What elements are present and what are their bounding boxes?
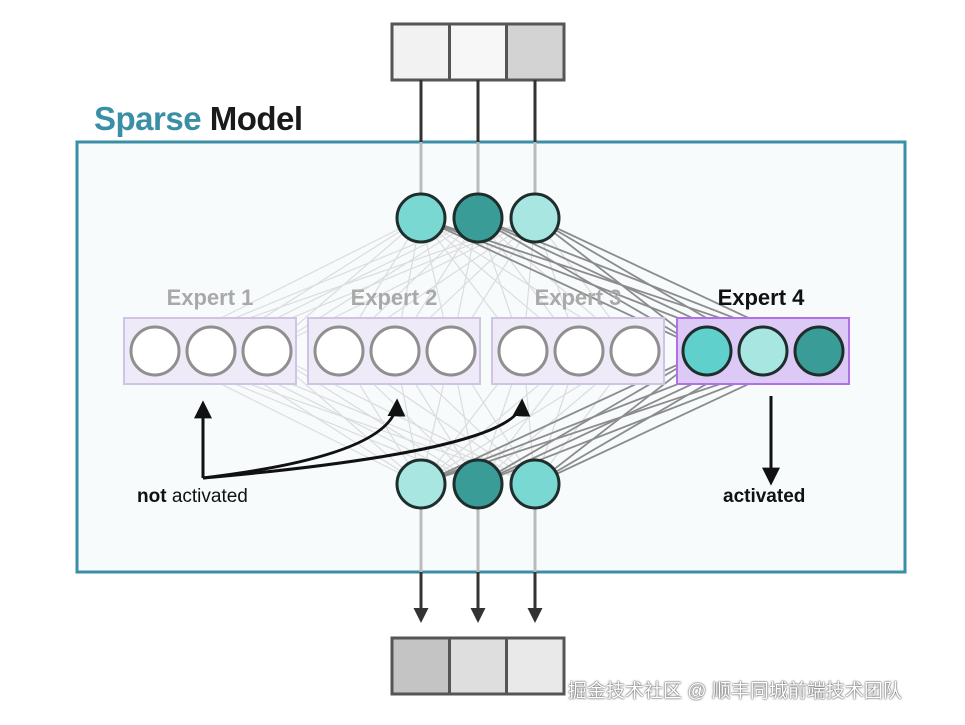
title-highlight: Sparse [94, 100, 202, 137]
router-nodes [395, 192, 561, 244]
expert-4-node [793, 325, 845, 377]
output-cell [450, 639, 506, 693]
router-node [509, 192, 561, 244]
arrow-to-expert-3 [202, 398, 531, 480]
expert-1-label: Expert 1 [166, 285, 254, 310]
arrow-to-expert-2 [202, 398, 406, 480]
not-activated-label: not activated [137, 486, 248, 508]
merge-node [395, 458, 447, 510]
expert-4-label: Expert 4 [717, 285, 805, 310]
router-node [452, 192, 504, 244]
page-title: Sparse Model [94, 100, 303, 138]
output-cell [393, 639, 450, 693]
expert-3-label: Expert 3 [534, 285, 622, 310]
not-activated-arrows [194, 398, 531, 480]
not-activated-rest: activated [166, 486, 248, 507]
expert-nodes [129, 325, 845, 377]
expert-2-node [425, 325, 477, 377]
expert-2-node [369, 325, 421, 377]
expert-3-node [497, 325, 549, 377]
expert-1-node [185, 325, 237, 377]
input-cell [450, 25, 506, 79]
expert-4-node [737, 325, 789, 377]
activated-label: activated [723, 486, 806, 507]
output-wires [413, 506, 543, 623]
expert-2-node [313, 325, 365, 377]
router-node [395, 192, 447, 244]
expert-1-node [241, 325, 293, 377]
expert-3-node [553, 325, 605, 377]
merge-nodes [395, 458, 561, 510]
merge-node [509, 458, 561, 510]
mesh-link [477, 350, 708, 485]
output-vector [390, 636, 566, 696]
expert-2-label: Expert 2 [350, 285, 438, 310]
merge-node [452, 458, 504, 510]
output-cell [506, 639, 563, 693]
not-activated-bold: not [137, 486, 167, 507]
expert-1-node [129, 325, 181, 377]
input-wires [419, 80, 537, 196]
input-cell [393, 25, 450, 79]
input-vector [390, 22, 566, 82]
expert-3-node [609, 325, 661, 377]
watermark: 掘金技术社区 @ 顺丰同城前端技术团队 [568, 681, 902, 702]
title-rest: Model [209, 100, 303, 137]
input-cell [506, 25, 563, 79]
mesh-link [477, 217, 708, 352]
expert-4-node [681, 325, 733, 377]
